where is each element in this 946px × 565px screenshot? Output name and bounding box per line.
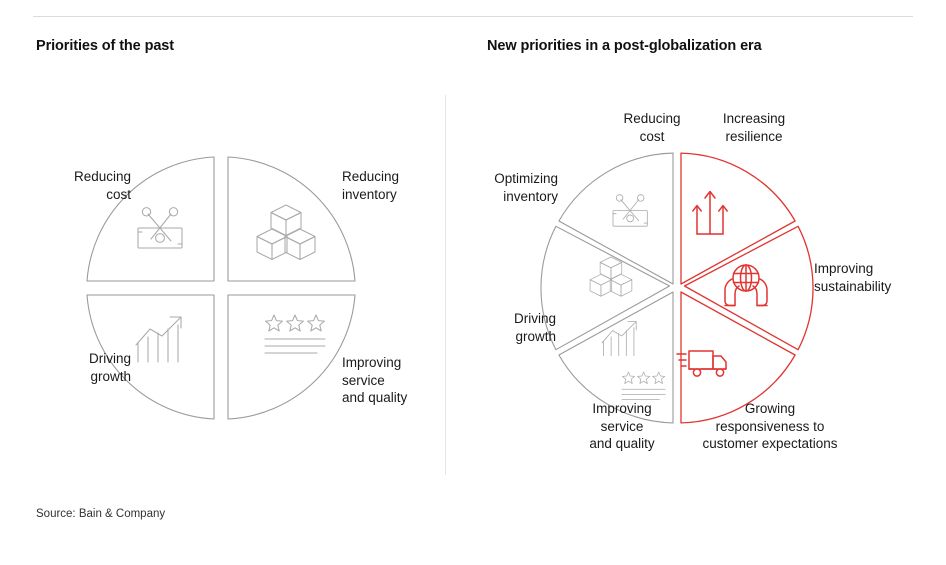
segment-reducing-cost-shape[interactable] [558, 152, 674, 285]
panel-divider-rule [445, 95, 446, 475]
segment-driving-growth-shape[interactable] [558, 291, 674, 424]
label-driving-growth: Driving growth [88, 351, 131, 384]
growth-chart-arrow-icon [601, 321, 637, 357]
upward-arrows-icon [692, 190, 728, 235]
scissors-cutting-money-icon [137, 207, 183, 249]
growth-chart-arrow-icon [135, 316, 182, 363]
globe-in-hands-icon [724, 264, 768, 307]
stacked-boxes-icon [589, 256, 633, 297]
top-divider-rule [33, 16, 913, 17]
left-pie-svg [86, 156, 356, 420]
source-attribution: Source: Bain & Company [36, 508, 166, 520]
scissors-cutting-money-icon [612, 194, 648, 227]
segment-increasing-resilience-shape[interactable] [680, 152, 796, 285]
new-priorities-diagram: Reducing cost Optimizing inventory Drivi… [462, 100, 932, 480]
label-growing-responsiveness: Growing responsiveness to customer expec… [702, 401, 838, 451]
page-title-right: New priorities in a post-globalization e… [487, 38, 762, 54]
segment-improving-service-shape[interactable] [227, 294, 356, 420]
delivery-truck-icon [676, 350, 727, 377]
label-increasing-resilience: Increasing resilience [722, 111, 786, 144]
label-optimizing-inventory: Optimizing inventory [494, 171, 558, 204]
segment-optimizing-inventory-shape[interactable] [540, 225, 671, 351]
label-reducing-cost: Reducing cost [73, 169, 131, 202]
label-driving-growth: Driving growth [513, 311, 556, 344]
segment-driving-growth-shape[interactable] [86, 294, 215, 420]
label-reducing-inventory: Reducing inventory [342, 169, 400, 202]
stacked-boxes-icon [256, 204, 316, 261]
right-pie-svg [540, 152, 814, 424]
segment-reducing-cost-shape[interactable] [86, 156, 215, 282]
priorities-of-the-past-diagram: Reducing cost Reducing inventory Driving… [20, 100, 440, 480]
label-improving-service-and-quality: Improving service and quality [342, 355, 408, 405]
segment-reducing-inventory-shape[interactable] [227, 156, 356, 282]
segment-growing-responsiveness-shape[interactable] [680, 291, 796, 424]
star-rating-icon [621, 371, 666, 400]
label-reducing-cost: Reducing cost [623, 111, 681, 144]
star-rating-icon [264, 314, 326, 354]
label-improving-service-and-quality: Improving service and quality [589, 401, 655, 451]
label-improving-sustainability: Improving sustainability [814, 261, 892, 294]
page-title-left: Priorities of the past [36, 38, 174, 54]
segment-improving-sustainability-shape[interactable] [683, 225, 814, 351]
